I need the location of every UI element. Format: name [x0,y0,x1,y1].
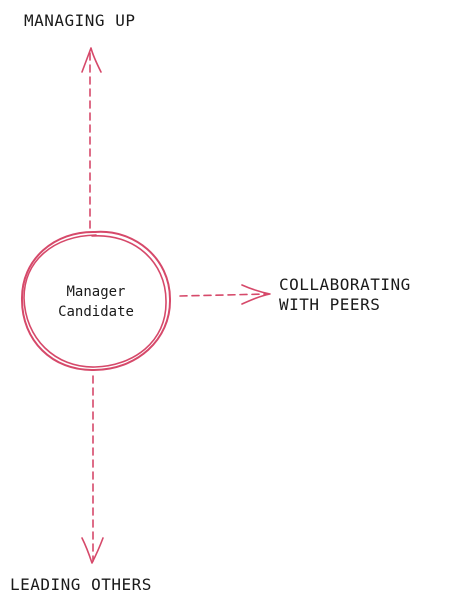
center-node-line1: Manager [66,284,126,300]
label-managing-up: MANAGING UP [24,11,136,30]
label-collaborating-line1: COLLABORATING [279,275,411,294]
arrow-up [81,47,102,229]
label-collaborating-line2: WITH PEERS [279,295,381,314]
label-leading-others: LEADING OTHERS [10,575,152,594]
center-node-label: Manager Candidate [26,282,166,322]
center-node-line2: Candidate [58,304,134,320]
arrow-down [81,375,104,564]
label-collaborating-with-peers: COLLABORATING WITH PEERS [279,275,411,315]
arrow-right [179,284,271,305]
manager-candidate-circle [20,230,172,372]
